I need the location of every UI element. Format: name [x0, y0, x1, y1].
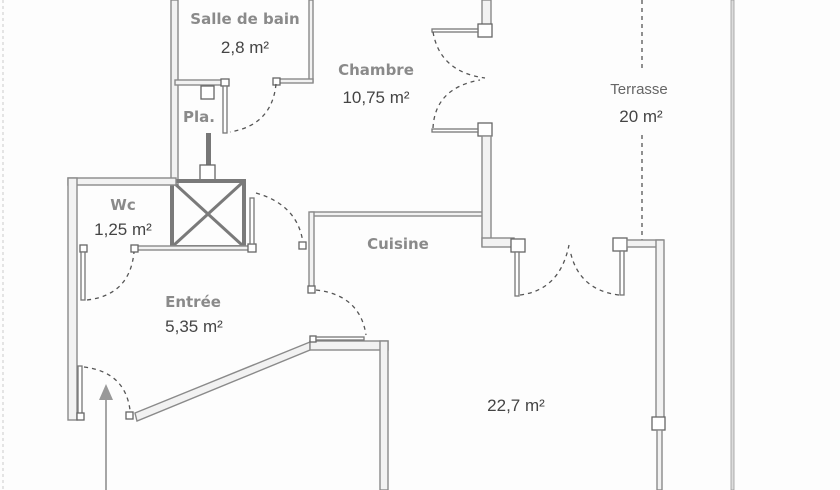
- terrace-door-left[interactable]: [514, 251, 520, 297]
- door-hinge: [220, 78, 230, 87]
- terrace-door-right[interactable]: [619, 250, 625, 296]
- door-hinge: [272, 77, 281, 86]
- door-hinge: [125, 411, 134, 420]
- wall: [174, 79, 226, 86]
- door-hinge: [76, 412, 85, 421]
- kitchen-door[interactable]: [315, 336, 365, 341]
- wall: [134, 245, 252, 251]
- room-area-terrasse: 20 m²: [619, 107, 663, 126]
- door-hinge: [612, 237, 628, 252]
- door-swing: [569, 249, 620, 296]
- wc-door[interactable]: [80, 251, 86, 301]
- door-hinge: [130, 244, 139, 253]
- room-label-cuisine: Cuisine: [367, 235, 429, 253]
- door-swing: [83, 366, 131, 411]
- wall: [481, 237, 515, 248]
- wall: [308, 211, 315, 291]
- room-label-wc: Wc: [110, 196, 135, 214]
- door-swing: [432, 79, 481, 129]
- door-swing: [86, 251, 135, 301]
- door-hinge: [510, 238, 526, 253]
- wall: [308, 0, 314, 83]
- wall-post: [651, 416, 666, 431]
- room-area-sejour: 22,7 m²: [487, 396, 545, 415]
- door-hinge: [79, 244, 88, 253]
- terrace-outer-wall: [730, 0, 735, 490]
- bathroom-door[interactable]: [222, 85, 228, 134]
- room-label-salle-de-bain: Salle de bain: [190, 10, 299, 28]
- door-hinge: [477, 23, 493, 38]
- door-hinge: [307, 285, 316, 294]
- wall: [310, 211, 488, 217]
- wall: [379, 340, 389, 490]
- door-hinge: [247, 243, 257, 253]
- wall: [481, 135, 492, 247]
- door-hinge: [298, 241, 307, 250]
- diagonal-wall: [134, 340, 311, 422]
- door-swing: [432, 31, 486, 79]
- room-label-placard: Pla.: [183, 108, 215, 126]
- room-area-chambre: 10,75 m²: [342, 88, 409, 107]
- chambre-door-left[interactable]: [431, 28, 479, 33]
- entry-arrow-icon: [99, 384, 113, 400]
- door-swing: [315, 289, 367, 336]
- wall: [67, 177, 78, 421]
- placard-marker: [200, 85, 215, 100]
- room-label-chambre: Chambre: [338, 61, 414, 79]
- room-label-terrasse: Terrasse: [610, 81, 668, 98]
- room-area-wc: 1,25 m²: [94, 220, 152, 239]
- door-swing: [255, 192, 304, 244]
- room-area-entree: 5,35 m²: [165, 317, 223, 336]
- wall: [309, 340, 389, 351]
- room-label-entree: Entrée: [165, 293, 221, 311]
- wall: [67, 177, 177, 186]
- wall: [277, 78, 314, 84]
- shaft-cross: [172, 181, 244, 247]
- door-swing: [229, 83, 277, 133]
- room-area-salle-de-bain: 2,8 m²: [221, 38, 270, 57]
- pipe: [206, 133, 211, 165]
- door-hinge: [477, 122, 493, 137]
- front-door[interactable]: [77, 365, 83, 419]
- wall: [170, 0, 179, 186]
- pipe-base: [199, 164, 216, 181]
- kitchen-passage-door[interactable]: [249, 197, 255, 245]
- door-hinge: [309, 335, 317, 343]
- chambre-door-right[interactable]: [431, 128, 479, 133]
- wall: [655, 239, 665, 421]
- door-swing: [519, 244, 570, 296]
- wall: [656, 429, 663, 490]
